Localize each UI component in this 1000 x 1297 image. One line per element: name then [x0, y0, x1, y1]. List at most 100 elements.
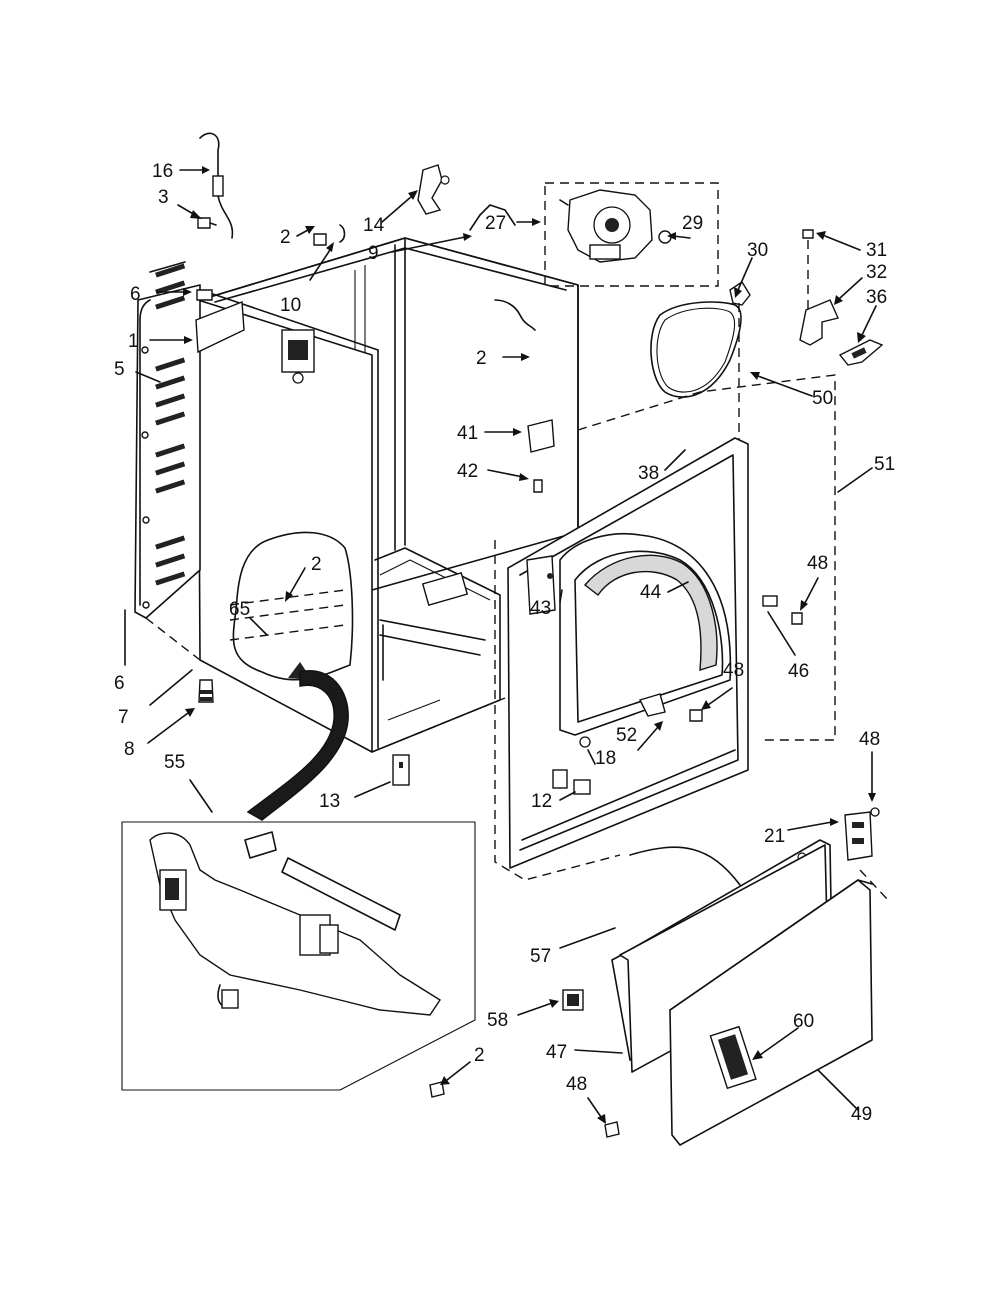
- callout-58: 58: [487, 1010, 508, 1031]
- callout-38: 38: [638, 463, 659, 484]
- gas-valve-assembly: [149, 832, 441, 1016]
- door-switch: [527, 419, 555, 453]
- arrow-46: [767, 611, 796, 656]
- callout-57: 57: [530, 946, 551, 967]
- arrow-7: [149, 669, 193, 706]
- part-13-clip: [392, 754, 410, 786]
- arrow-2-rear: [502, 353, 530, 361]
- callout-10: 10: [280, 295, 301, 316]
- front-panel-group: [494, 374, 836, 881]
- arrow-2-cutaway: [285, 567, 306, 602]
- door-switch-group: [494, 299, 555, 493]
- callout-6-bottom: 6: [114, 673, 125, 694]
- arrow-6-top: [157, 288, 192, 296]
- arrow-27: [516, 218, 541, 226]
- arrow-1: [149, 336, 193, 344]
- arrow-58: [517, 999, 559, 1016]
- callout-29: 29: [682, 213, 703, 234]
- idler-bracket: [799, 299, 839, 346]
- arrow-21: [787, 818, 839, 831]
- arrow-30: [734, 257, 753, 298]
- arrow-47: [574, 1049, 623, 1054]
- arrow-8: [147, 708, 195, 744]
- callout-1: 1: [128, 331, 139, 352]
- arrow-49: [817, 1069, 859, 1111]
- arrow-2-top: [296, 226, 315, 237]
- arrow-50: [750, 372, 813, 397]
- callout-52: 52: [616, 725, 637, 746]
- arrow-60: [752, 1027, 799, 1060]
- arrow-48-door: [587, 1097, 606, 1124]
- arrow-31: [816, 231, 861, 251]
- arrow-44: [667, 581, 689, 593]
- burner-tube: [281, 857, 401, 931]
- base-bracket: [421, 572, 469, 606]
- thermal-fuse: [212, 175, 224, 197]
- callout-16: 16: [152, 161, 173, 182]
- drive-belt: [650, 301, 742, 398]
- callout-8: 8: [124, 739, 135, 760]
- arrow-9: [391, 233, 472, 253]
- callout-65: 65: [229, 599, 250, 620]
- arrow-14: [381, 190, 418, 223]
- callout-3: 3: [158, 187, 169, 208]
- front-panel-clip: [526, 555, 556, 615]
- callout-50: 50: [812, 388, 833, 409]
- arrow-16: [179, 166, 210, 174]
- callout-49: 49: [851, 1104, 872, 1125]
- callout-46: 46: [788, 661, 809, 682]
- arrow-52: [637, 721, 663, 751]
- callout-32: 32: [866, 262, 887, 283]
- callout-43: 43: [530, 598, 551, 619]
- arrow-2-bottom: [440, 1061, 471, 1085]
- callout-21: 21: [764, 826, 785, 847]
- callout-48-mid: 48: [723, 660, 744, 681]
- door-latch: [639, 693, 666, 717]
- rear-vents: [149, 261, 186, 586]
- burner-assembly-group: [121, 821, 476, 1098]
- callout-7: 7: [118, 707, 129, 728]
- door-liner-arc: [629, 846, 741, 886]
- arrow-3: [177, 204, 202, 219]
- door-assembly: [562, 807, 889, 1146]
- arrow-36: [857, 305, 877, 343]
- callout-44: 44: [640, 582, 662, 603]
- callout-9: 9: [368, 243, 379, 264]
- callout-labels: 16 3 14 2 9 27 29 30 31 32 36 6 10 1 5 2…: [114, 161, 895, 1125]
- part-18: [579, 736, 591, 748]
- burner-box: [121, 821, 476, 1091]
- arrow-57: [559, 927, 616, 949]
- igniter-tube: [244, 831, 277, 859]
- part-12-bracket: [573, 779, 591, 795]
- callout-60: 60: [793, 1011, 814, 1032]
- callout-14: 14: [363, 215, 385, 236]
- callout-2-cutaway: 2: [311, 554, 322, 575]
- arrow-13: [354, 781, 391, 798]
- callout-47: 47: [546, 1042, 567, 1063]
- callout-18: 18: [595, 748, 616, 769]
- part-46-clip: [762, 595, 778, 607]
- arrow-48-right: [800, 577, 819, 611]
- callout-51: 51: [874, 454, 895, 475]
- arrow-55: [189, 779, 213, 813]
- arrow-5: [135, 371, 161, 383]
- arrow-65: [249, 617, 268, 636]
- callout-5: 5: [114, 359, 125, 380]
- arrow-41: [484, 428, 522, 436]
- callout-48-right: 48: [807, 553, 828, 574]
- bracket-parts-top-right: [799, 229, 884, 366]
- callout-48-door: 48: [566, 1074, 587, 1095]
- arrow-38: [664, 449, 686, 471]
- callout-2-rear: 2: [476, 348, 487, 369]
- callout-27: 27: [485, 213, 506, 234]
- heat-shield: [195, 301, 245, 354]
- callout-30: 30: [747, 240, 768, 261]
- arrow-12: [559, 791, 576, 801]
- part-14-bracket: [417, 164, 443, 215]
- callout-6-top: 6: [130, 284, 141, 305]
- callout-42: 42: [457, 461, 478, 482]
- small-parts-top-left: [195, 132, 516, 354]
- callout-2-top: 2: [280, 227, 291, 248]
- door-hinge: [844, 811, 873, 861]
